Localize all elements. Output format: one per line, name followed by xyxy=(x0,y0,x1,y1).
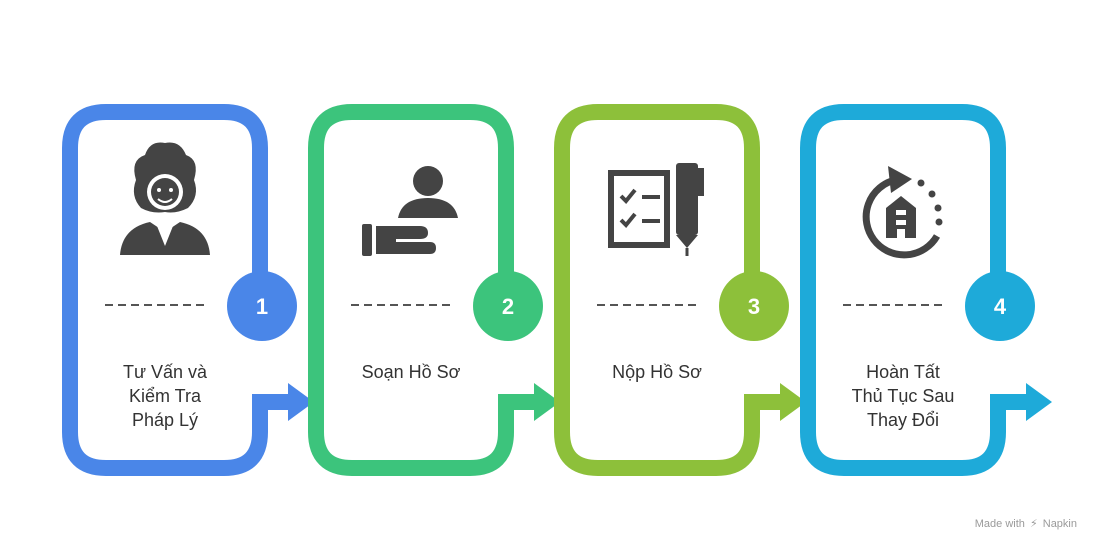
step-4-frame xyxy=(800,104,1006,476)
step-2-arrow xyxy=(498,383,560,421)
judge-icon xyxy=(120,142,210,255)
step-3: 3 xyxy=(554,104,806,476)
credit-made-with: Made with xyxy=(974,518,1025,530)
step-4-label: Hoàn Tất Thủ Tục Sau Thay Đổi xyxy=(823,360,983,432)
step-1-number: 1 xyxy=(256,294,268,319)
step-3-number: 3 xyxy=(748,294,760,319)
step-4-label-line-3: Thay Đổi xyxy=(866,410,940,430)
hand-person-icon xyxy=(362,166,458,256)
step-1: 1 xyxy=(62,104,314,476)
made-with-napkin-credit: Made with ⚡ Napkin xyxy=(975,517,1077,530)
step-3-arrow xyxy=(744,383,806,421)
step-1-badge xyxy=(227,271,297,341)
step-3-badge xyxy=(719,271,789,341)
step-2: 2 xyxy=(308,104,560,476)
step-4-badge xyxy=(965,271,1035,341)
step-1-label-line-1: Tư Vấn và xyxy=(122,362,208,382)
napkin-logo-icon: ⚡ xyxy=(1029,518,1038,530)
step-2-label-line-1: Soạn Hồ Sơ xyxy=(361,362,461,382)
step-1-label-line-3: Pháp Lý xyxy=(131,410,199,430)
step-2-frame xyxy=(308,104,514,476)
step-4-label-line-2: Thủ Tục Sau xyxy=(851,386,955,406)
step-3-frame xyxy=(554,104,760,476)
checklist-pen-icon xyxy=(608,163,704,256)
step-4-number: 4 xyxy=(994,294,1007,319)
step-2-number: 2 xyxy=(502,294,514,319)
step-1-frame xyxy=(62,104,268,476)
step-3-label-line-1: Nộp Hồ Sơ xyxy=(612,362,702,382)
step-2-badge xyxy=(473,271,543,341)
step-4-label-line-1: Hoàn Tất xyxy=(866,362,940,382)
step-1-arrow xyxy=(252,383,314,421)
step-4-arrow xyxy=(990,383,1052,421)
step-3-label: Nộp Hồ Sơ xyxy=(577,360,737,384)
house-cycle-icon xyxy=(862,166,943,259)
credit-brand: Napkin xyxy=(1042,518,1077,530)
step-4: 4 xyxy=(800,104,1052,476)
step-1-label-line-2: Kiểm Tra xyxy=(128,386,202,406)
step-1-label: Tư Vấn và Kiểm Tra Pháp Lý xyxy=(85,360,245,432)
step-2-label: Soạn Hồ Sơ xyxy=(331,360,491,384)
